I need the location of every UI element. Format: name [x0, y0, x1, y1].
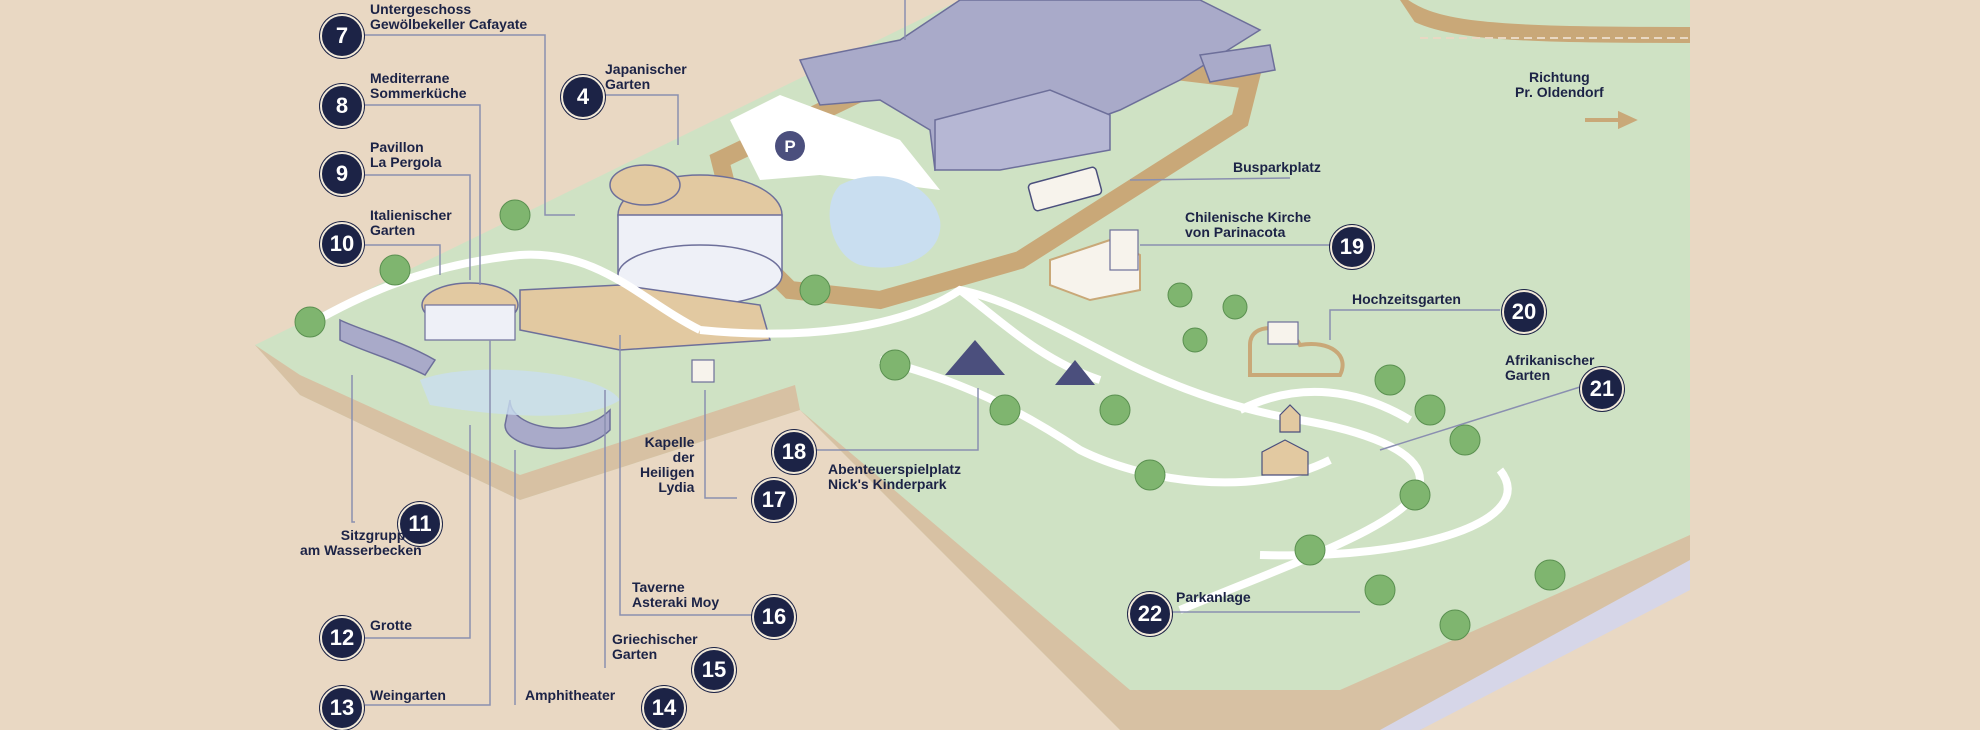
road-top-right — [1389, 0, 1691, 43]
hall-annex — [1198, 44, 1276, 83]
hall-buildings — [798, 0, 1262, 171]
label-busparkplatz: Busparkplatz — [1233, 159, 1321, 175]
badge-8[interactable]: 8 — [320, 84, 364, 128]
badge-20[interactable]: 20 — [1502, 290, 1546, 334]
wedding-gazebo — [1267, 321, 1299, 345]
pond — [829, 176, 941, 268]
badge-10[interactable]: 10 — [320, 222, 364, 266]
amphitheater — [504, 399, 611, 450]
park-edge-lower-left — [255, 345, 800, 500]
badge-21[interactable]: 21 — [1580, 367, 1624, 411]
trees — [294, 199, 1566, 641]
top-right-field — [1240, 0, 1420, 40]
badge-19[interactable]: 19 — [1330, 225, 1374, 269]
label-13: Weingarten — [370, 687, 446, 703]
badge-4[interactable]: 4 — [561, 75, 605, 119]
walkway-strip — [1380, 560, 1690, 730]
parking-letter: P — [784, 137, 795, 156]
badge-18[interactable]: 18 — [772, 430, 816, 474]
badge-9[interactable]: 9 — [320, 152, 364, 196]
badge-7[interactable]: 7 — [320, 14, 364, 58]
badge-11[interactable]: 11 — [398, 502, 442, 546]
badge-13[interactable]: 13 — [320, 686, 364, 730]
label-20: Hochzeitsgarten — [1352, 291, 1461, 307]
hall-wing — [934, 89, 1111, 171]
paths — [297, 250, 1512, 614]
water-basins — [420, 369, 620, 416]
seating-arc — [339, 318, 437, 376]
badge-14[interactable]: 14 — [642, 686, 686, 730]
pavilion-base — [424, 304, 516, 341]
parking-sign — [775, 131, 805, 161]
play-tent — [945, 340, 1005, 375]
bus — [1027, 166, 1103, 212]
label-12: Grotte — [370, 617, 412, 633]
direction-arrow — [1585, 110, 1638, 130]
african-hut-2 — [1261, 439, 1309, 476]
park-edge-lower-right — [800, 410, 1690, 730]
badge-15[interactable]: 15 — [692, 648, 736, 692]
church-tower — [1109, 229, 1139, 271]
play-hut — [1055, 360, 1095, 385]
badge-17[interactable]: 17 — [752, 478, 796, 522]
badge-16[interactable]: 16 — [752, 595, 796, 639]
badge-12[interactable]: 12 — [320, 616, 364, 660]
chapel — [691, 359, 715, 383]
side-rotunda — [609, 164, 681, 206]
parking-area — [730, 95, 940, 190]
badge-22[interactable]: 22 — [1128, 592, 1172, 636]
label-22: Parkanlage — [1176, 589, 1251, 605]
african-hut-1 — [1279, 404, 1301, 433]
label-14: Amphitheater — [525, 687, 616, 703]
